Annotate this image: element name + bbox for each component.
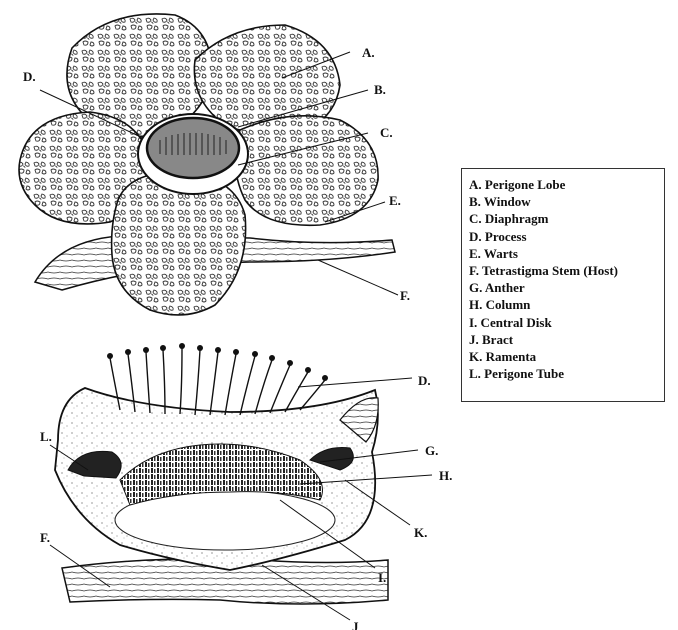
label-bottom-d: D. — [418, 373, 431, 388]
label-e: E. — [389, 193, 401, 208]
legend-item-h: H. Column — [469, 296, 664, 313]
label-i: I. — [378, 570, 386, 585]
legend-item-d: D. Process — [469, 228, 664, 245]
legend-item-a: A. Perigone Lobe — [469, 176, 664, 193]
label-c: C. — [380, 125, 393, 140]
petal-right — [235, 116, 378, 226]
label-l: L. — [40, 429, 52, 444]
label-k: K. — [414, 525, 427, 540]
label-f: F. — [400, 288, 410, 303]
legend-item-f: F. Tetrastigma Stem (Host) — [469, 262, 664, 279]
label-j: J — [352, 619, 359, 630]
legend-item-i: I. Central Disk — [469, 314, 664, 331]
legend-item-l: L. Perigone Tube — [469, 365, 664, 382]
label-g: G. — [425, 443, 438, 458]
label-a: A. — [362, 45, 375, 60]
label-bottom-f: F. — [40, 530, 50, 545]
label-b: B. — [374, 82, 386, 97]
legend-item-e: E. Warts — [469, 245, 664, 262]
legend-box: A. Perigone Lobe B. Window C. Diaphragm … — [461, 168, 665, 402]
legend-item-k: K. Ramenta — [469, 348, 664, 365]
cross-section-illustration — [55, 343, 388, 604]
label-h: H. — [439, 468, 452, 483]
legend-item-c: C. Diaphragm — [469, 210, 664, 227]
label-d: D. — [23, 69, 36, 84]
window — [147, 118, 239, 178]
process-tips — [107, 343, 328, 381]
flower-illustration — [19, 14, 395, 315]
legend-item-j: J. Bract — [469, 331, 664, 348]
legend-item-g: G. Anther — [469, 279, 664, 296]
legend-item-b: B. Window — [469, 193, 664, 210]
